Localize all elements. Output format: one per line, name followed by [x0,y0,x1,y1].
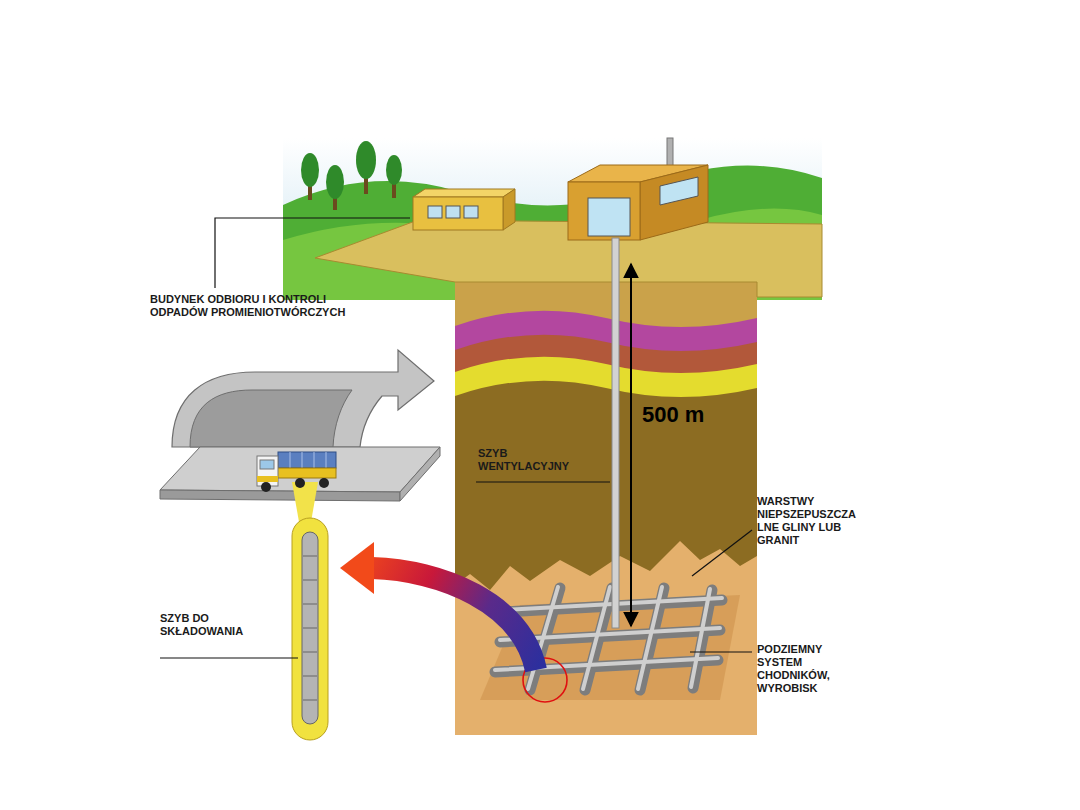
rock-layer-label: WARSTWY NIEPSZEPUSZCZA LNE GLINY LUB GRA… [757,495,872,547]
truck [257,452,336,492]
depth-label: 500 m [642,402,704,428]
ventilation-shaft [612,238,619,628]
zoom-arrow-head [340,542,374,594]
storage-shaft-label: SZYB DO SKŁADOWANIA [160,612,260,638]
tunnel-system-label: PODZIEMNY SYSTEM CHODNIKÓW, WYROBISK [757,643,852,695]
landscape [283,138,822,300]
zoom-arrow [372,568,536,670]
depth-dimension [630,264,632,626]
buildings [413,138,708,240]
building-label: BUDYNEK ODBIORU I KONTROLI ODPADÓW PROMI… [150,293,365,319]
trees [301,141,402,210]
storage-tunnel [160,350,440,740]
geological-cross-section [455,282,757,735]
leader-lines [160,218,752,658]
shaft-label: SZYB WENTYLACYJNY [478,447,588,473]
